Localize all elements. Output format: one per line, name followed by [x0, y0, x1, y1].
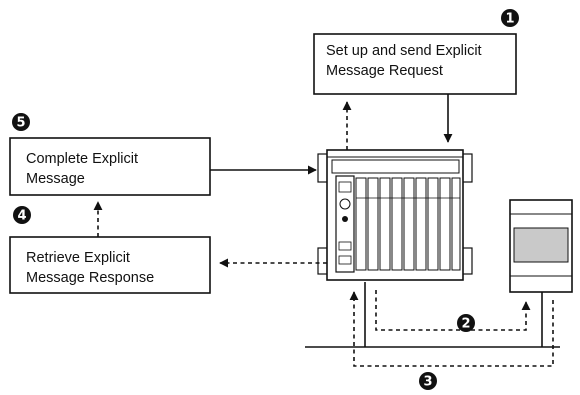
step5-badge: 5	[12, 113, 30, 131]
step3-badge: 3	[419, 372, 437, 390]
setup-request-line1: Set up and send Explicit	[326, 43, 482, 59]
step5-number: 5	[16, 116, 25, 131]
step3-number: 3	[423, 375, 432, 390]
setup-request-line2: Message Request	[326, 63, 443, 79]
step4-number: 4	[17, 209, 26, 224]
step3-dashed-arrow	[349, 291, 554, 367]
step4-badge: 4	[13, 206, 31, 224]
retrieve-response-line2: Message Response	[26, 270, 154, 286]
retrieve-response-line1: Retrieve Explicit	[26, 250, 130, 266]
retrieve-response-box: Retrieve Explicit Message Response	[9, 236, 211, 294]
remote-device-icon	[509, 199, 573, 293]
step2-badge: 2	[457, 314, 475, 332]
step1-number: 1	[505, 12, 514, 27]
io-chassis-icon	[317, 149, 473, 281]
step1-badge: 1	[501, 9, 519, 27]
step2-number: 2	[461, 317, 470, 332]
complete-message-line2: Message	[26, 171, 85, 187]
complete-message-line1: Complete Explicit	[26, 151, 138, 167]
setup-request-box: Set up and send Explicit Message Request	[313, 33, 517, 95]
complete-message-box: Complete Explicit Message	[9, 137, 211, 196]
step2-dashed-arrow	[375, 290, 531, 331]
